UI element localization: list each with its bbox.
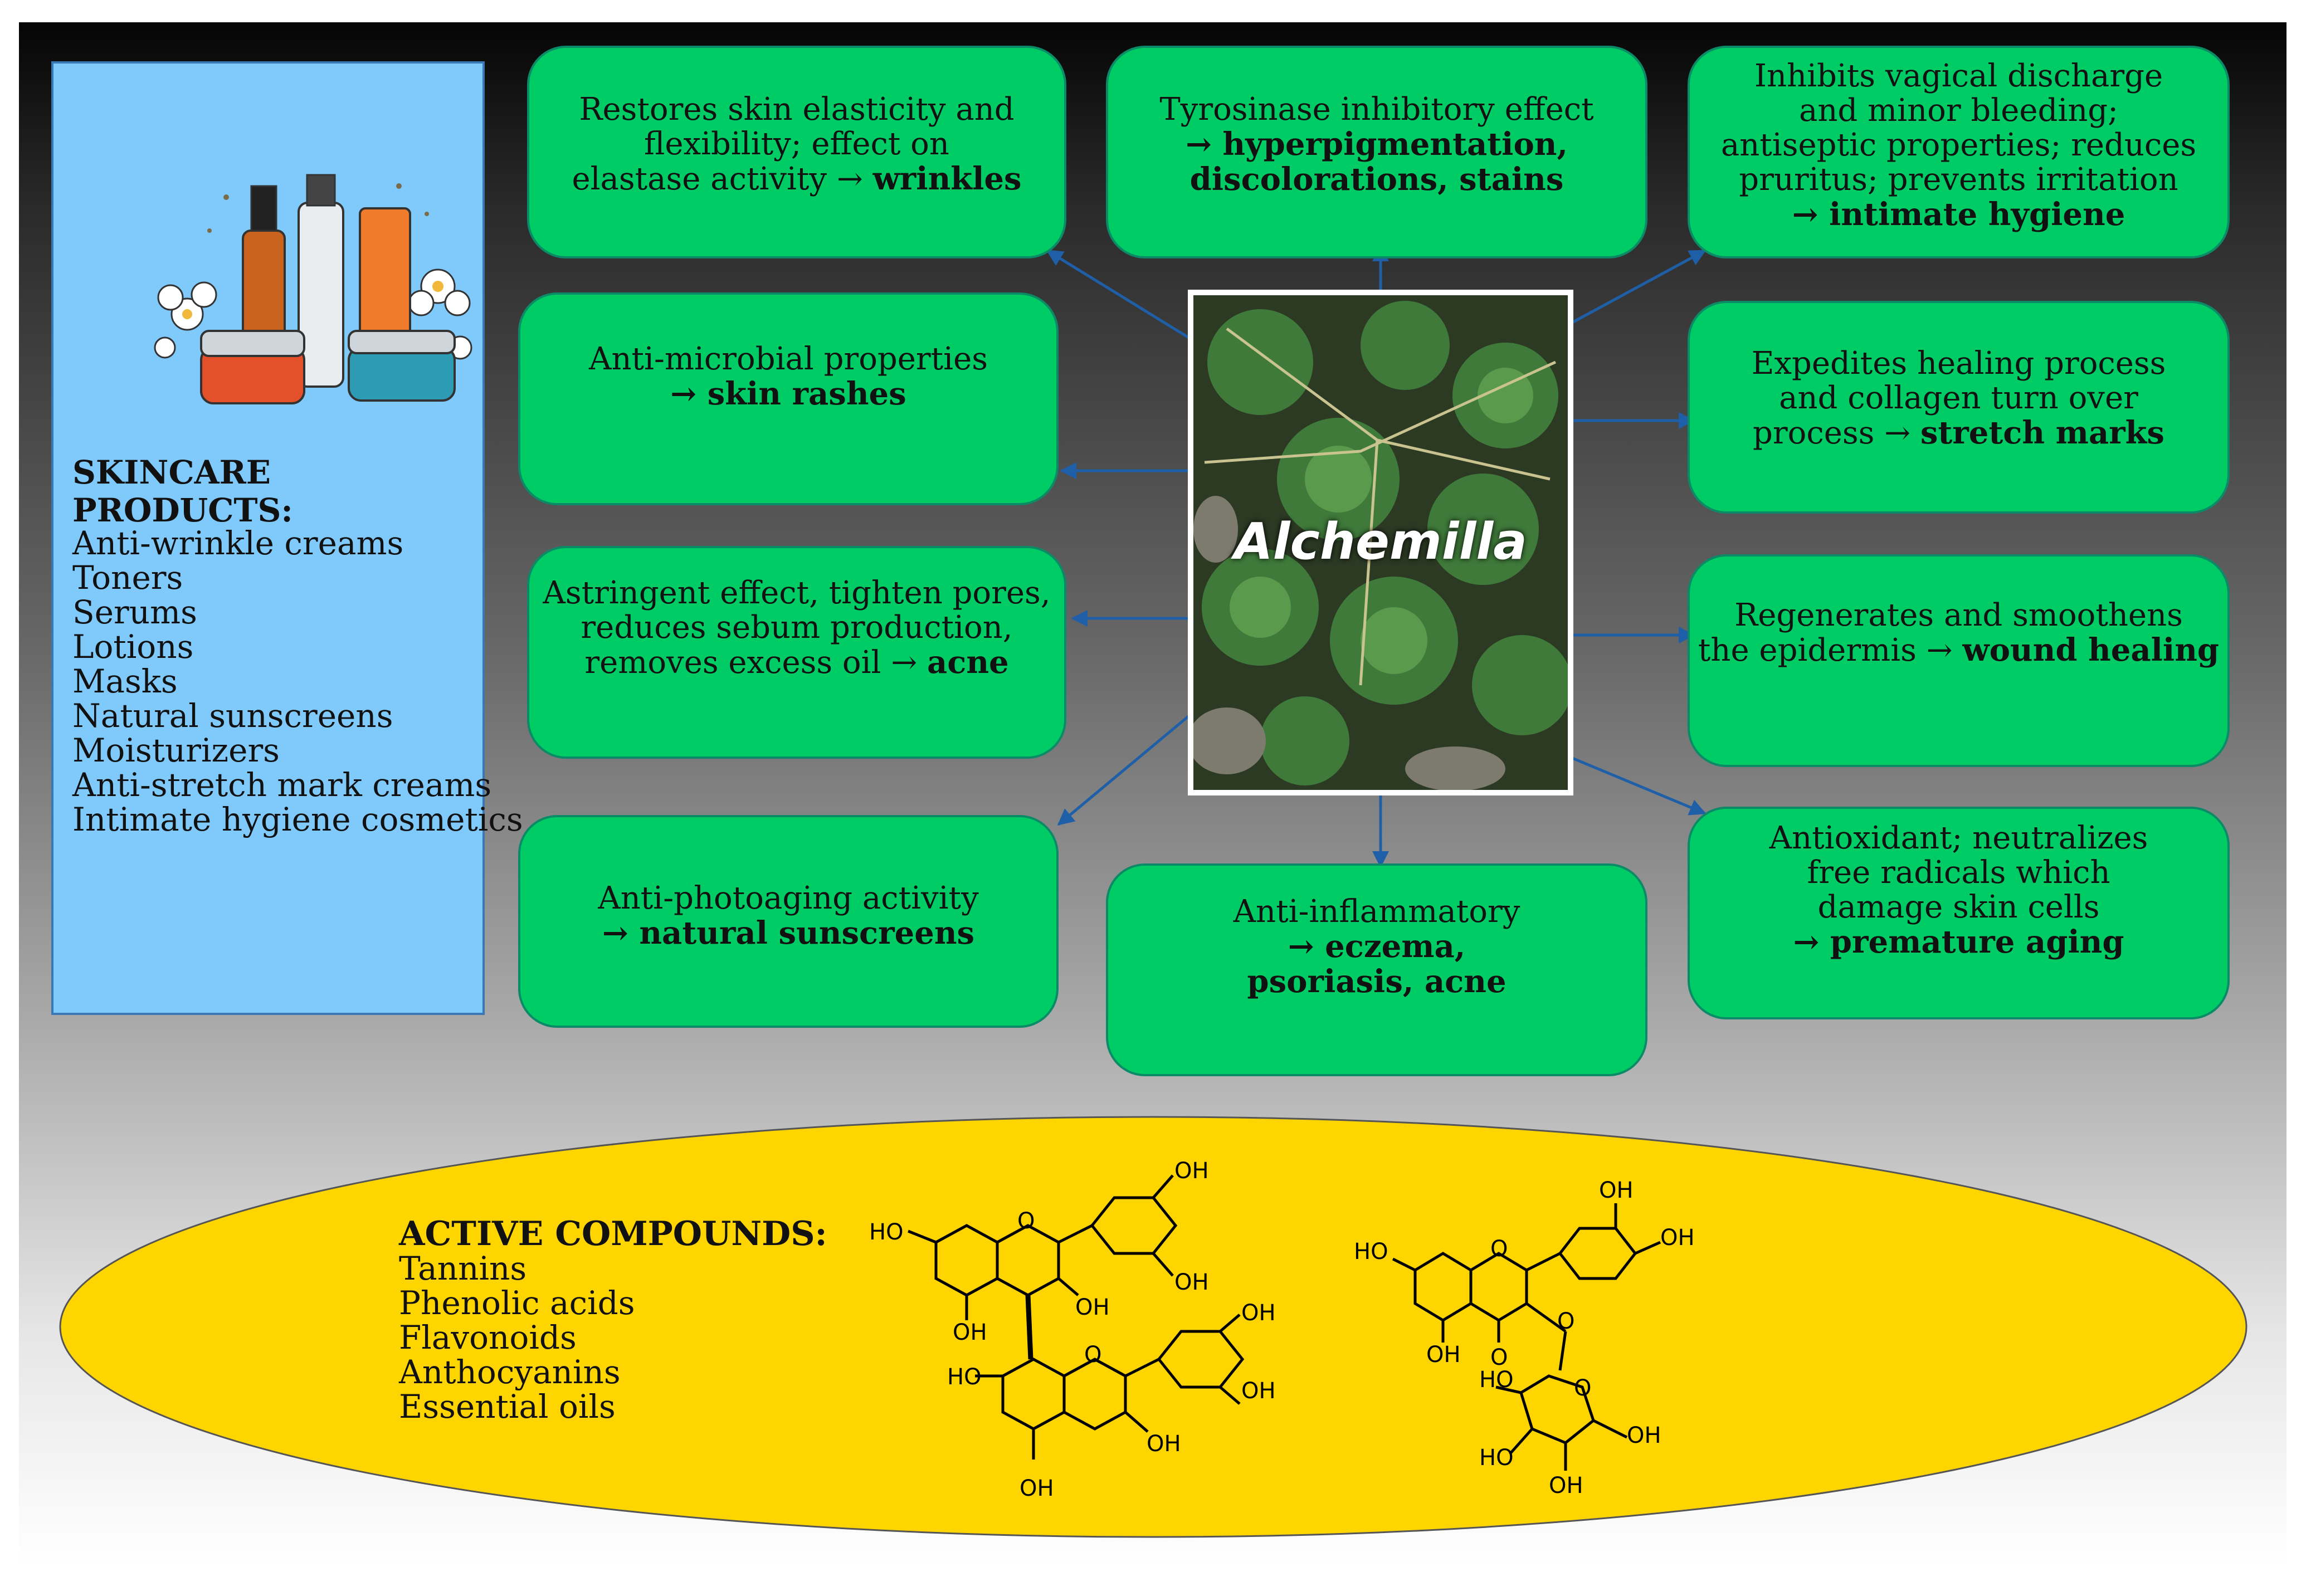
chem-label: O bbox=[1490, 1345, 1508, 1370]
box-text: → skin rashes bbox=[670, 375, 906, 412]
box-text: process → stretch marks bbox=[1753, 414, 2164, 451]
flavonoid-glycoside-structure: HO O OH OH OH O O O HO HO OH OH bbox=[1354, 1178, 1695, 1499]
chem-label: HO bbox=[1479, 1445, 1514, 1471]
box-text: Tyrosinase inhibitory effect bbox=[1159, 91, 1594, 128]
box-text: pruritus; prevents irritation bbox=[1739, 162, 2178, 198]
chem-label: O bbox=[1574, 1375, 1591, 1401]
list-item: Flavonoids bbox=[399, 1319, 577, 1356]
chem-label: HO bbox=[1479, 1367, 1514, 1393]
skincare-products-panel: SKINCARE PRODUCTS: Anti-wrinkle creams T… bbox=[51, 61, 523, 1015]
active-compounds-list: Tannins Phenolic acids Flavonoids Anthoc… bbox=[399, 1251, 635, 1424]
chem-label: OH bbox=[1599, 1178, 1634, 1203]
arrow-to-intimate bbox=[1570, 249, 1707, 325]
box-healing: Expedites healing process and collagen t… bbox=[1688, 301, 2230, 514]
box-text: Anti-photoaging activity bbox=[598, 880, 979, 916]
box-microbial: Anti-microbial properties → skin rashes bbox=[518, 292, 1059, 505]
box-text: reduces sebum production, bbox=[581, 609, 1013, 646]
chem-label: OH bbox=[1627, 1423, 1661, 1448]
list-item: Natural sunscreens bbox=[72, 697, 393, 735]
skincare-products-list: Anti-wrinkle creams Toners Serums Lotion… bbox=[72, 526, 523, 837]
box-photoaging: Anti-photoaging activity → natural sunsc… bbox=[518, 815, 1059, 1028]
chem-label: HO bbox=[947, 1364, 982, 1390]
list-item: Phenolic acids bbox=[399, 1284, 635, 1322]
alchemilla-photo: Alchemilla bbox=[1188, 290, 1573, 795]
box-text: the epidermis → wound healing bbox=[1698, 632, 2220, 668]
box-astringent: Astringent effect, tighten pores, reduce… bbox=[527, 546, 1066, 759]
chem-label: OH bbox=[1241, 1300, 1276, 1326]
list-item: Serums bbox=[72, 593, 197, 631]
box-text: Inhibits vagical discharge bbox=[1754, 58, 2163, 94]
alchemilla-leaves-image bbox=[1193, 295, 1568, 790]
box-text: elastase activity → wrinkles bbox=[572, 160, 1022, 197]
box-text: discolorations, stains bbox=[1189, 161, 1564, 198]
list-item: Tannins bbox=[399, 1250, 527, 1287]
box-text: psoriasis, acne bbox=[1247, 963, 1507, 1000]
chem-label: OH bbox=[1075, 1295, 1110, 1320]
chem-label: OH bbox=[1426, 1342, 1461, 1368]
box-text: Anti-inflammatory bbox=[1233, 894, 1520, 930]
chem-label: OH bbox=[1174, 1158, 1209, 1184]
list-item: Anti-stretch mark creams bbox=[72, 766, 492, 804]
box-regenerates: Regenerates and smoothens the epidermis … bbox=[1688, 554, 2230, 767]
chem-label: OH bbox=[1020, 1476, 1054, 1501]
list-item: Lotions bbox=[72, 628, 194, 666]
chem-label: OH bbox=[1241, 1378, 1276, 1404]
box-text: antiseptic properties; reduces bbox=[1720, 127, 2197, 163]
arrow-to-photoaging bbox=[1057, 712, 1193, 826]
list-item: Masks bbox=[72, 662, 178, 700]
list-item: Anti-wrinkle creams bbox=[72, 524, 404, 562]
arrow-to-antioxidant bbox=[1571, 756, 1707, 816]
chem-label: OH bbox=[1147, 1431, 1181, 1457]
box-text: → hyperpigmentation, bbox=[1186, 126, 1568, 163]
box-text: → intimate hygiene bbox=[1792, 196, 2125, 233]
list-item: Toners bbox=[72, 559, 183, 597]
box-inflammatory: Anti-inflammatory → eczema, psoriasis, a… bbox=[1106, 863, 1647, 1076]
box-text: Expedites healing process bbox=[1751, 345, 2166, 382]
box-tyrosinase: Tyrosinase inhibitory effect → hyperpigm… bbox=[1106, 46, 1647, 258]
box-antioxidant: Antioxidant; neutralizes free radicals w… bbox=[1688, 807, 2230, 1019]
box-text: → eczema, bbox=[1288, 928, 1466, 965]
list-item: Essential oils bbox=[399, 1388, 616, 1426]
chem-label: O bbox=[1017, 1208, 1035, 1234]
box-text: free radicals which bbox=[1807, 855, 2110, 891]
list-item: Anthocyanins bbox=[399, 1353, 621, 1391]
chem-label: OH bbox=[1174, 1270, 1209, 1295]
box-text: flexibility; effect on bbox=[644, 126, 949, 162]
chem-label: HO bbox=[1354, 1239, 1388, 1265]
chem-label: OH bbox=[953, 1320, 987, 1345]
box-text: → natural sunscreens bbox=[602, 915, 975, 951]
skincare-products-title: SKINCARE PRODUCTS: bbox=[72, 453, 293, 529]
arrow-to-elasticity bbox=[1046, 249, 1193, 341]
box-text: and minor bleeding; bbox=[1798, 92, 2119, 129]
active-compounds-title: ACTIVE COMPOUNDS: bbox=[399, 1214, 827, 1253]
box-text: Regenerates and smoothens bbox=[1734, 597, 2183, 633]
chem-label: O bbox=[1084, 1342, 1101, 1368]
box-text: and collagen turn over bbox=[1779, 380, 2138, 416]
box-text: removes excess oil → acne bbox=[584, 644, 1009, 681]
chem-label: O bbox=[1490, 1236, 1508, 1262]
procyanidin-structure: HO O OH OH OH OH HO O OH OH OH OH bbox=[869, 1158, 1276, 1501]
box-intimate: Inhibits vagical discharge and minor ble… bbox=[1688, 46, 2230, 258]
box-text: Antioxidant; neutralizes bbox=[1769, 820, 2148, 856]
list-item: Moisturizers bbox=[72, 731, 280, 769]
box-text: Anti-microbial properties bbox=[589, 341, 988, 377]
alchemilla-label: Alchemilla bbox=[1234, 513, 1528, 571]
chem-label: O bbox=[1557, 1309, 1574, 1334]
box-elasticity: Restores skin elasticity and flexibility… bbox=[527, 46, 1066, 258]
box-text: Astringent effect, tighten pores, bbox=[543, 575, 1051, 611]
box-text: → premature aging bbox=[1793, 924, 2124, 960]
chem-label: HO bbox=[869, 1219, 904, 1245]
chem-label: OH bbox=[1549, 1473, 1583, 1499]
skincare-products-illustration bbox=[154, 174, 472, 404]
box-text: Restores skin elasticity and bbox=[579, 91, 1015, 128]
chem-label: OH bbox=[1660, 1225, 1695, 1251]
box-text: damage skin cells bbox=[1817, 889, 2100, 925]
list-item: Intimate hygiene cosmetics bbox=[72, 801, 523, 838]
